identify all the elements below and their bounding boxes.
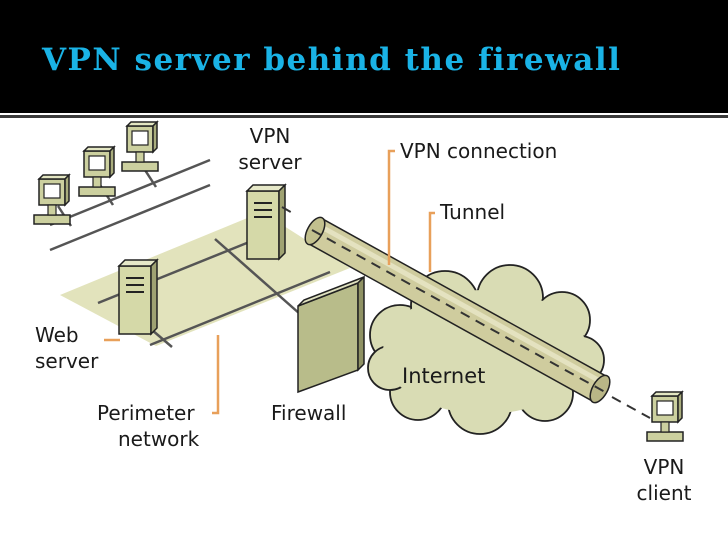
label-web-server-line2: server: [35, 349, 99, 373]
label-internet: Internet: [402, 364, 485, 388]
title-bar: VPN server behind the firewall: [0, 0, 728, 113]
slide-title: VPN server behind the firewall: [42, 42, 622, 78]
label-vpn-connection: VPN connection: [400, 139, 557, 163]
label-vpn-server-line2: server: [238, 150, 302, 174]
label-web-server-line1: Web: [35, 323, 79, 347]
label-perimeter-line1: Perimeter: [97, 401, 195, 425]
label-vpn-client-line1: VPN: [644, 455, 685, 479]
vpn-network-diagram: VPN server VPN connection Tunnel Web ser…: [33, 121, 692, 505]
web-server-icon: [118, 259, 158, 335]
vpn-server-icon: [246, 184, 286, 260]
vpn-connection-line: [281, 206, 651, 419]
workstation-icon: [78, 146, 116, 197]
firewall-icon: [297, 275, 365, 394]
workstation-icon: [121, 121, 159, 172]
workstation-icon: [33, 174, 71, 225]
label-perimeter-line2: network: [118, 427, 200, 451]
label-vpn-client-line2: client: [637, 481, 692, 505]
label-tunnel: Tunnel: [439, 200, 505, 224]
leader-lines: [104, 149, 435, 415]
lan-wiring: [49, 158, 211, 252]
label-firewall: Firewall: [271, 401, 346, 425]
title-divider: [0, 115, 728, 118]
vpn-client-icon: [646, 391, 684, 442]
label-vpn-server-line1: VPN: [250, 124, 291, 148]
